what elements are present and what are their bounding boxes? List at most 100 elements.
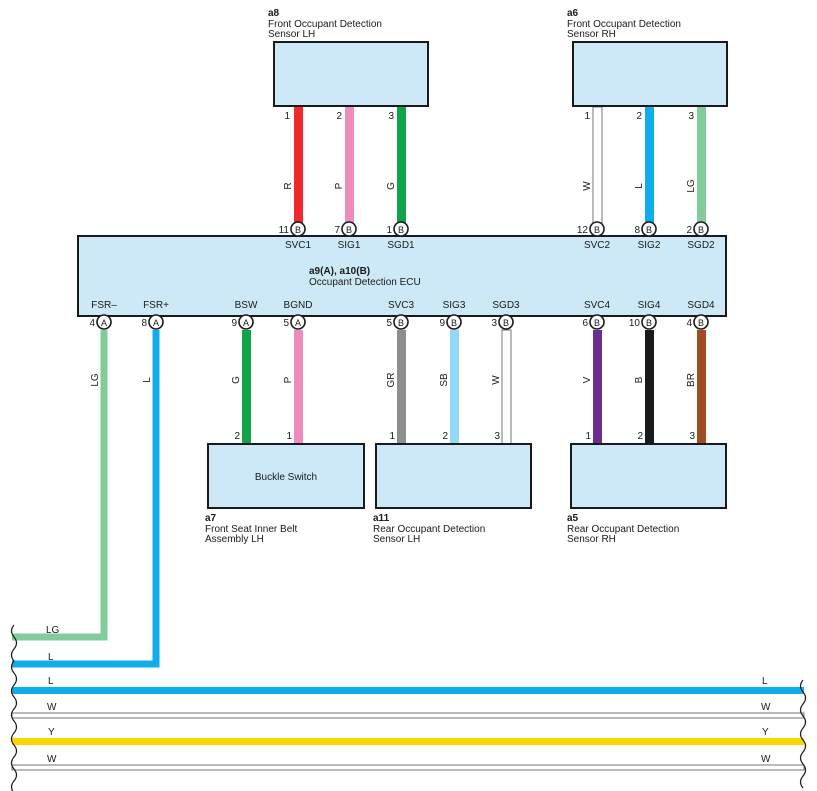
- wire-a8-1: [294, 107, 303, 225]
- bus-label-w1-right: W: [761, 702, 771, 713]
- connector-letter: B: [594, 318, 600, 328]
- connector-circle: [393, 221, 409, 237]
- ecu-signal-label: SVC3: [388, 300, 415, 311]
- connector-circle: [589, 221, 605, 237]
- wire-label-sgd4: BR: [686, 373, 697, 387]
- ecu-pin-number: 4: [686, 318, 692, 329]
- pin-a6-3: 3: [688, 111, 694, 122]
- wire-label-fsr-minus: LG: [90, 373, 101, 387]
- ecu-signal-label: SIG4: [638, 300, 661, 311]
- bus-label-w2-left: W: [47, 754, 57, 765]
- wire-a6-1: [592, 106, 603, 226]
- bus-line-w1: [11, 712, 805, 719]
- connector-circle: [641, 314, 657, 330]
- bus-line-l: [12, 687, 804, 694]
- connector-circle: [589, 314, 605, 330]
- harness-label-l: L: [48, 652, 54, 663]
- ecu-pin-number: 9: [231, 318, 237, 329]
- component-name-a5-line1: Rear Occupant Detection: [567, 524, 679, 535]
- component-name-a7-line1: Front Seat Inner Belt: [205, 524, 297, 535]
- ecu-signal-label: SGD2: [687, 240, 715, 251]
- component-id-a8: a8: [268, 8, 280, 19]
- bus-label-l-right: L: [762, 676, 768, 687]
- ecu-signal-label: SVC4: [584, 300, 611, 311]
- pin-a8-3: 3: [388, 111, 394, 122]
- ecu-pin-number: 5: [386, 318, 392, 329]
- wire-fsr-plus: [12, 330, 160, 668]
- ecu-bottom-pins: FSR– A 4 FSR+ A 8 BSW A 9 BGND A 5 SVC3 …: [89, 300, 715, 330]
- wire-label-a8-1: R: [283, 182, 294, 189]
- break-mark-right: [799, 679, 807, 789]
- ecu-pin-number: 12: [577, 225, 589, 236]
- pin-a8-1: 1: [284, 111, 290, 122]
- pin-a11-3: 3: [494, 431, 500, 442]
- ecu-signal-label: BSW: [235, 300, 258, 311]
- wire-a8-3: [397, 107, 406, 225]
- connector-letter: B: [398, 318, 404, 328]
- wire-sgd3: [501, 329, 512, 446]
- connector-letter: B: [451, 318, 457, 328]
- wire-bsw: [242, 330, 251, 445]
- component-name-a11-line1: Rear Occupant Detection: [373, 524, 485, 535]
- connector-letter: A: [295, 318, 301, 328]
- component-name-a11-line2: Sensor LH: [373, 534, 420, 545]
- connector-circle: [446, 314, 462, 330]
- component-name-a5-line2: Sensor RH: [567, 534, 616, 545]
- ecu-pin-number: 1: [386, 225, 392, 236]
- wire-sgd4: [697, 330, 706, 445]
- pin-a11-2: 2: [442, 431, 448, 442]
- connector-letter: A: [101, 318, 107, 328]
- ecu-signal-label: SVC1: [285, 240, 312, 251]
- connector-letter: B: [698, 318, 704, 328]
- ecu-pin-number: 7: [334, 225, 340, 236]
- bus-label-y-right: Y: [762, 727, 769, 738]
- wire-label-fsr-plus: L: [142, 377, 153, 383]
- component-name-a7-line2: Assembly LH: [205, 534, 264, 545]
- connector-circle: [148, 314, 164, 330]
- pin-a8-2: 2: [336, 111, 342, 122]
- wire-label-a6-3: LG: [686, 179, 697, 193]
- component-name-a6-line2: Sensor RH: [567, 29, 616, 40]
- wire-label-a8-3: G: [386, 182, 397, 190]
- bus-line-y: [12, 738, 804, 745]
- component-box-a6: [572, 41, 728, 107]
- ecu-top-pins: B 11 SVC1 B 7 SIG1 B 1 SGD1 B 12 SVC2 B …: [279, 221, 715, 251]
- component-name-a6-line1: Front Occupant Detection: [567, 19, 681, 30]
- ecu-id: a9(A), a10(B): [309, 266, 370, 277]
- bus-label-l-left: L: [48, 676, 54, 687]
- connector-circle: [693, 221, 709, 237]
- connector-letter: B: [594, 225, 600, 235]
- wire-label-a6-2: L: [634, 183, 645, 189]
- wire-label-svc4: V: [582, 376, 593, 383]
- ecu-signal-label: SGD1: [387, 240, 415, 251]
- ecu-name: Occupant Detection ECU: [309, 277, 421, 288]
- connector-letter: B: [346, 225, 352, 235]
- pin-a7-2: 2: [234, 431, 240, 442]
- wire-sig4: [645, 330, 654, 445]
- wire-label-sig4: B: [634, 376, 645, 383]
- pin-a5-2: 2: [637, 431, 643, 442]
- connector-circle: [393, 314, 409, 330]
- ecu-pin-number: 10: [629, 318, 641, 329]
- ecu-pin-number: 2: [686, 225, 692, 236]
- pin-a6-2: 2: [636, 111, 642, 122]
- wire-label-a8-2: P: [334, 182, 345, 189]
- wire-fsr-minus: [12, 330, 108, 641]
- ecu-pin-number: 8: [141, 318, 147, 329]
- wire-label-sig3: SB: [439, 373, 450, 387]
- connector-letter: B: [503, 318, 509, 328]
- wire-sig3: [450, 330, 459, 445]
- harness-label-lg: LG: [46, 625, 60, 636]
- connector-circle: [498, 314, 514, 330]
- wire-svc4: [593, 330, 602, 445]
- ecu-pin-number: 6: [582, 318, 588, 329]
- connector-circle: [290, 221, 306, 237]
- buckle-switch-label: Buckle Switch: [255, 472, 317, 483]
- ecu-box: [77, 235, 727, 317]
- component-id-a5: a5: [567, 513, 579, 524]
- break-mark-left: [10, 624, 18, 791]
- component-box-a5: [570, 443, 727, 509]
- ecu-pin-number: 5: [283, 318, 289, 329]
- ecu-signal-label: SVC2: [584, 240, 611, 251]
